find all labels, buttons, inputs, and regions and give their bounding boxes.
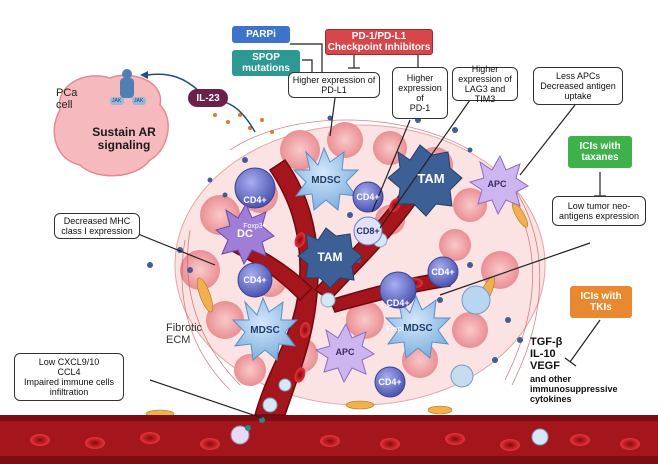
tam-cell-left: TAM — [317, 250, 343, 264]
pca-cell-label: PCa cell — [56, 87, 78, 111]
cd4-cell-left: CD4+ — [243, 275, 267, 285]
jak-right-label: JAK — [134, 98, 144, 104]
lag3-tim3-box: Higher expression of LAG3 and TIM3 — [452, 64, 518, 104]
mhc-class-i-box: Decreased MHC class I expression — [54, 213, 140, 239]
mdsc-cell-right: MDSC — [403, 323, 433, 334]
tam-cell-right: TAM — [417, 171, 445, 186]
immunosuppressive-cytokines-label: and other immunosuppressive cytokines — [530, 374, 618, 404]
cd4-foxp3-cell-right: CD4+ Foxp3+ — [380, 280, 416, 352]
mdsc-cell-bottom: MDSC — [250, 325, 280, 336]
fibrotic-ecm-fibers — [181, 119, 541, 391]
foxp3-label: Foxp3+ — [386, 326, 410, 333]
pca-cell — [53, 69, 169, 177]
cytokines-label: TGF-β IL-10 VEGF — [530, 336, 563, 372]
cd8-cell: CD8+ — [356, 226, 380, 236]
il23-particles — [213, 113, 274, 134]
pdl1-expression-box: Higher expression of PD-L1 — [288, 72, 380, 98]
foxp3-label: Foxp3+ — [243, 223, 267, 230]
icis-tkis-tag: ICIs with TKIs — [570, 286, 632, 318]
parpi-tag: PARPi — [232, 26, 290, 43]
apc-cell-bottom: APC — [335, 347, 355, 357]
cd4-label: CD4+ — [386, 298, 410, 308]
sustain-ar-signaling-label: Sustain AR signaling — [92, 125, 156, 152]
mdsc-cell-top: MDSC — [311, 175, 341, 186]
cd4-cell-bottom: CD4+ — [378, 377, 402, 387]
cells-layer — [214, 144, 529, 398]
cd4-foxp3-cell-top: CD4+ Foxp3+ — [235, 177, 275, 249]
spop-mutations-tag: SPOP mutations — [232, 50, 300, 76]
cd4-cell-right-top: CD4+ — [431, 267, 455, 277]
neoantigen-box: Low tumor neo- antigens expression — [552, 196, 646, 226]
connector-lines — [127, 43, 606, 419]
icis-taxanes-tag: ICIs with taxanes — [568, 136, 632, 168]
checkpoint-inhibitors-tag: PD-1/PD-L1 Checkpoint Inhibitors — [325, 29, 433, 55]
pd1-expression-box: Higher expression of PD-1 — [392, 67, 448, 119]
cd4-cell-mid: CD4+ — [356, 192, 380, 202]
jak-left-label: JAK — [112, 98, 122, 104]
cxcl-chemokine-box: Low CXCL9/10 CCL4 Impaired immune cells … — [14, 353, 124, 401]
apc-cell-top: APC — [487, 179, 507, 189]
il23-tag: IL-23 — [188, 89, 228, 107]
cd4-label: CD4+ — [243, 195, 267, 205]
dc-cell: DC — [237, 228, 253, 240]
fibrotic-ecm-label: Fibrotic ECM — [166, 322, 203, 346]
apc-uptake-box: Less APCs Decreased antigen uptake — [533, 67, 623, 105]
